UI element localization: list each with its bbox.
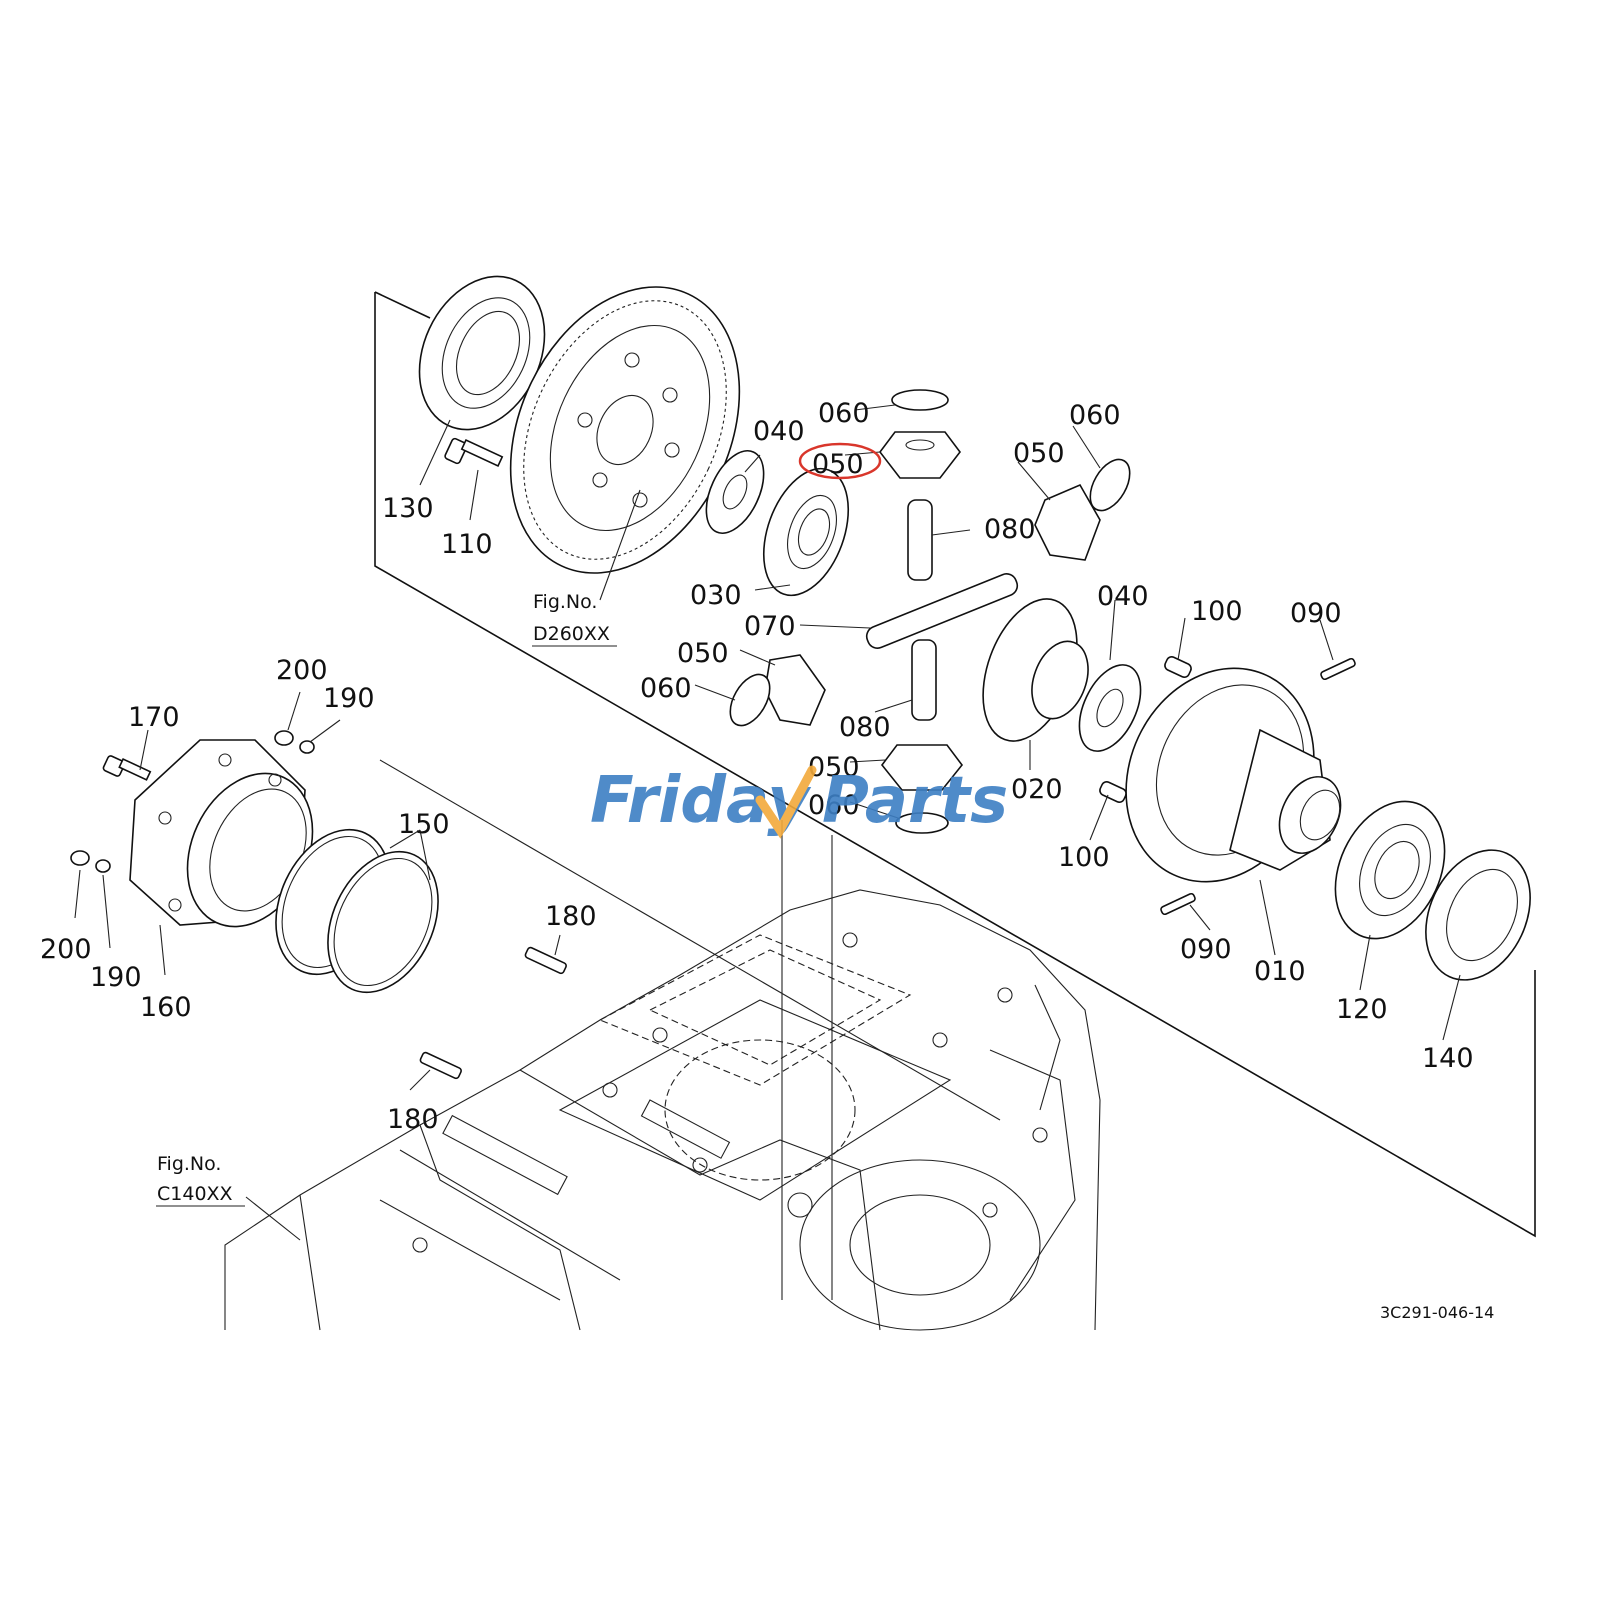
lbl-010: 010 xyxy=(1254,956,1306,987)
watermark-logo: Friday Parts xyxy=(590,764,1008,839)
lbl-120: 120 xyxy=(1336,994,1388,1025)
lbl-200a: 200 xyxy=(276,655,328,686)
fig-ref-code: C140XX xyxy=(157,1183,233,1205)
watermark-check-icon xyxy=(755,765,817,839)
pinion-shaft-070 xyxy=(865,573,1019,649)
fig-ref-d260xx: Fig.No. D260XX xyxy=(532,591,617,647)
lbl-130: 130 xyxy=(382,493,434,524)
side-gear-020 xyxy=(982,598,1089,742)
lbl-050b: 050 xyxy=(1013,438,1065,469)
pinion-gear-050-bottom xyxy=(880,744,964,834)
lbl-020: 020 xyxy=(1011,774,1063,805)
lbl-100a: 100 xyxy=(1191,596,1243,627)
lbl-190b: 190 xyxy=(90,962,142,993)
frame-lines xyxy=(374,291,1536,1300)
side-gear-030 xyxy=(762,467,850,597)
pinion-gear-050-top xyxy=(878,389,962,479)
bearing-cover-160 xyxy=(129,739,314,928)
fig-ref-label: Fig.No. xyxy=(533,591,597,613)
bolt-110 xyxy=(444,437,504,468)
lbl-150: 150 xyxy=(398,809,450,840)
lbl-160: 160 xyxy=(140,992,192,1023)
lbl-060b: 060 xyxy=(1069,400,1121,431)
lbl-040b: 040 xyxy=(1097,581,1149,612)
leader-lines xyxy=(74,404,1461,1241)
lbl-200b: 200 xyxy=(40,934,92,965)
differential-case-010 xyxy=(1125,667,1342,883)
lbl-110: 110 xyxy=(441,529,493,560)
ring-gear xyxy=(509,286,741,574)
fig-ref-code: D260XX xyxy=(533,623,610,645)
o-rings-150 xyxy=(275,828,439,994)
fasteners xyxy=(70,730,567,1080)
bearing-120 xyxy=(1334,800,1446,940)
lbl-180b: 180 xyxy=(387,1104,439,1135)
pinion-shaft-080-top xyxy=(907,499,933,581)
pins xyxy=(1099,656,1356,916)
watermark-text-parts: Parts xyxy=(822,764,1008,838)
lbl-140: 140 xyxy=(1422,1043,1474,1074)
thrust-washer-040-right xyxy=(1078,664,1142,752)
lbl-100b: 100 xyxy=(1058,842,1110,873)
bearing-130 xyxy=(418,275,546,431)
lbl-050d: 050 xyxy=(808,752,860,783)
callout-labels: 130 110 040 060 050 060 050 080 030 070 … xyxy=(40,398,1474,1135)
highlight-circle xyxy=(798,442,882,480)
lbl-030: 030 xyxy=(690,580,742,611)
lbl-080a: 080 xyxy=(984,514,1036,545)
lbl-060c: 060 xyxy=(640,673,692,704)
lbl-180a: 180 xyxy=(545,901,597,932)
lbl-070: 070 xyxy=(744,611,796,642)
pinion-gear-050-right xyxy=(1034,458,1131,561)
lbl-170: 170 xyxy=(128,702,180,733)
lbl-060d: 060 xyxy=(808,790,860,821)
lbl-040a: 040 xyxy=(753,416,805,447)
thrust-washer-040-left xyxy=(705,450,765,534)
drawing-code: 3C291-046-14 xyxy=(1380,1303,1494,1322)
pinion-gear-050-left xyxy=(729,654,826,727)
pinion-shaft-080-bottom xyxy=(911,639,937,721)
lbl-080b: 080 xyxy=(839,712,891,743)
seal-140 xyxy=(1425,849,1531,981)
lbl-090a: 090 xyxy=(1290,598,1342,629)
fig-ref-label: Fig.No. xyxy=(157,1153,221,1175)
transmission-housing xyxy=(224,889,1101,1331)
lbl-090b: 090 xyxy=(1180,934,1232,965)
lbl-060a: 060 xyxy=(818,398,870,429)
fig-ref-c140xx: Fig.No. C140XX xyxy=(156,1153,245,1207)
lbl-050c: 050 xyxy=(677,638,729,669)
lbl-190a: 190 xyxy=(323,683,375,714)
